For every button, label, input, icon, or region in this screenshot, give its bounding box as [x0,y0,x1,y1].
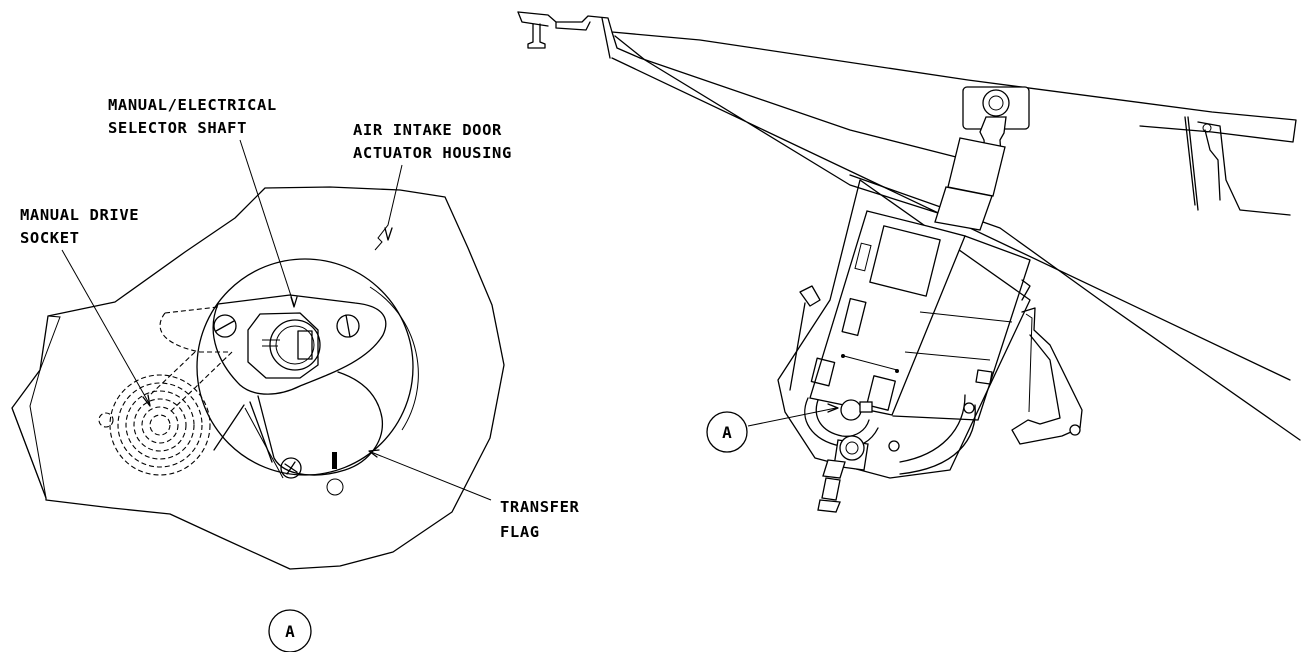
hidden-plate-outline [149,306,233,413]
mid-link [975,369,993,385]
housing-dot-1 [841,354,845,358]
selector-shaft-label-line2: SELECTOR SHAFT [108,119,247,137]
selector-shaft-slot [297,330,313,360]
selector-shaft-label-line1: MANUAL/ELECTRICAL [108,96,277,114]
installation-overview: A [517,11,1301,513]
housing-dot-2 [895,369,899,373]
manual-socket-flag [859,401,873,413]
upper-clevis-pin-center [988,95,1004,111]
cover-rim [369,286,419,431]
actuator-housing-label-line1: AIR INTAKE DOOR [353,121,502,139]
right-linkage-pin [963,402,975,414]
housing-break-edge [11,315,61,499]
actuator-rod-lower [934,186,993,231]
housing-window-3 [854,242,872,272]
lower-bolt [817,459,846,513]
door-stop-bracket [1011,307,1083,445]
manual-drive-socket [98,374,211,476]
manual-socket-overview [840,399,862,421]
housing-window-2 [841,297,867,337]
transfer-flag-label-line1: TRANSFER [500,498,580,516]
detail-view-a: MANUAL/ELECTRICAL SELECTOR SHAFT AIR INT… [11,96,580,653]
selector-shaft-inner [275,325,315,365]
actuator-main-housing [809,210,966,416]
upper-structure [517,11,1297,143]
plate-screw-right [336,314,360,338]
actuator-body [777,179,1031,479]
transfer-flag-label-line2: FLAG [500,523,540,541]
left-linkage-pin [888,440,900,452]
leader-lines [61,139,492,501]
actuator-rod-sleeve [947,137,1006,197]
actuator-housing-label-line2: ACTUATOR HOUSING [353,144,512,162]
transfer-flag-cam-inner [244,407,284,479]
transfer-flag-mark [332,452,337,469]
door-hinge-link [1021,279,1031,301]
actuator-side-housing [892,235,1031,421]
overview-leader [747,407,837,427]
cam-pin [326,478,344,496]
selector-plate-boss [247,312,319,379]
upper-flange [517,11,591,49]
left-bracket [789,285,821,391]
housing-line [843,355,898,371]
plate-screw-left [213,314,237,338]
shaft-detail-lines [262,339,280,347]
view-label-a: A [285,622,295,641]
door-stop-bracket-inner [1025,313,1033,413]
overview-reference-a: A [722,423,732,442]
actuator-cover [196,258,414,476]
overview-leader-arrow [827,403,839,413]
door-stop-pin [1069,424,1081,436]
lower-clevis-pin-center [845,441,859,455]
overview-reference-circle [706,411,748,453]
housing-window-5 [866,375,896,411]
housing-window-1 [869,225,941,297]
upper-clevis-pin [982,89,1010,117]
manual-drive-socket-label-line1: MANUAL DRIVE [20,206,139,224]
actuator-housing-outline [11,186,505,570]
manual-drive-socket-label-line2: SOCKET [20,229,80,247]
selector-shaft [269,319,321,371]
selector-plate [212,294,387,395]
cam-screw [280,457,302,479]
right-bracket [1184,116,1291,216]
housing-window-4 [810,357,836,387]
lower-clevis-pin [839,435,865,461]
upper-structure-inner [601,17,961,159]
bracket-pin [1202,123,1212,133]
actuator-side-panel [904,311,1013,361]
